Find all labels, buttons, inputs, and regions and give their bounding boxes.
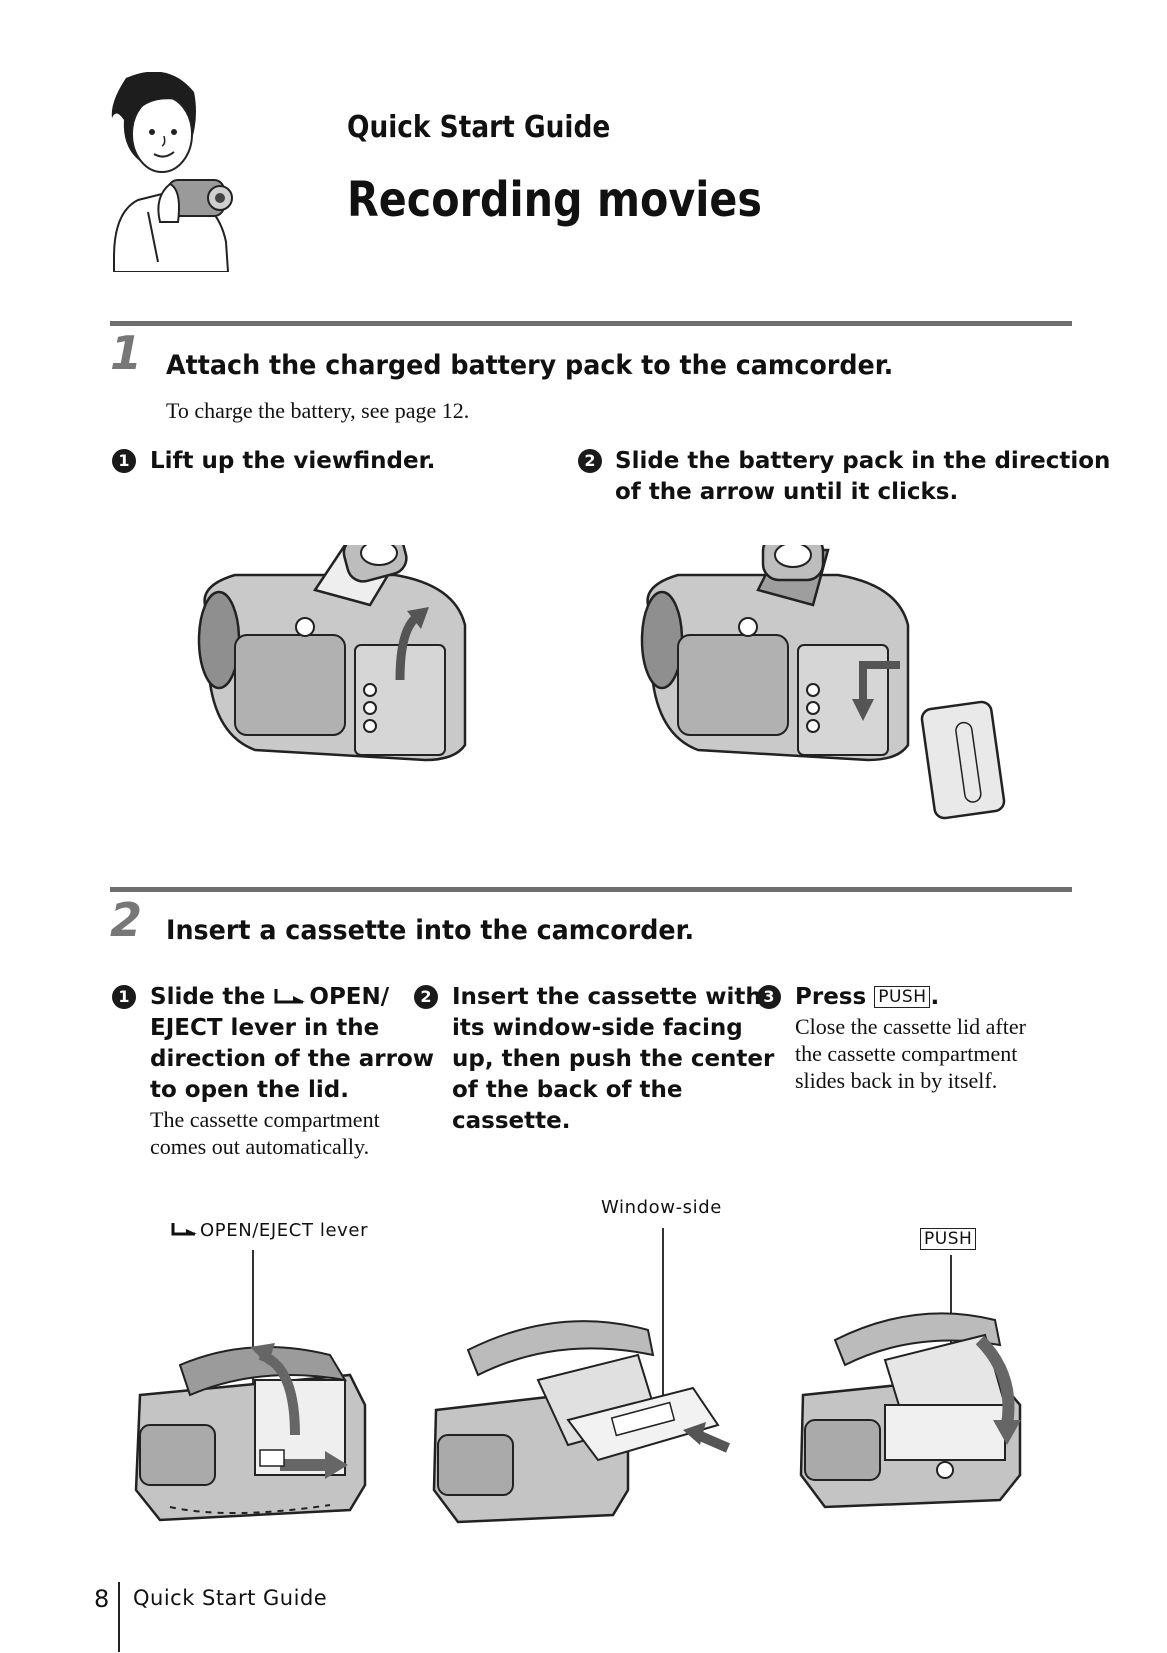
header-kicker: Quick Start Guide [347,110,611,145]
footer-divider [118,1582,120,1652]
section-rule-step-2 [110,887,1072,892]
step2-sub2-text: Insert the cassette with its window-side… [452,984,775,1134]
footer-label: Quick Start Guide [133,1586,328,1610]
open-eject-lever-icon [171,1223,197,1236]
person-with-camcorder-illustration [111,72,233,272]
callout-push: PUSH [920,1228,977,1250]
section-rule-step-1 [110,321,1072,326]
step-heading-2: Insert a cassette into the camcorder. [166,915,695,946]
step1-sub2-text: Slide the battery pack in the direction … [615,448,1111,505]
step-number-1: 1 [110,326,143,380]
step-number-2: 2 [110,893,143,947]
camcorder-close-lid-illustration [799,1312,1022,1509]
step1-sub1-text: Lift up the viewfinder. [150,448,436,474]
step2-sub3-text: Press PUSH. Close the cassette lid after… [795,984,1026,1093]
bullet-2-1: 1 [112,985,136,1009]
callout-open-eject-lever: OPEN/EJECT lever [170,1220,368,1241]
step2-sub1-text: Slide the OPEN/ EJECT lever in the direc… [150,984,435,1159]
page-title: Recording movies [347,172,762,228]
camcorder-battery-illustration [640,545,1006,820]
step-heading-1: Attach the charged battery pack to the c… [166,350,894,381]
step-note-1: To charge the battery, see page 12. [166,398,470,423]
camcorder-insert-cassette-illustration [432,1320,730,1524]
bullet-1-2: 2 [578,449,602,473]
camcorder-viewfinder-illustration [197,545,467,762]
bullet-2-2: 2 [414,985,438,1009]
bullet-1-1: 1 [112,449,136,473]
footer-page-number: 8 [94,1585,110,1613]
leader-line-lever [252,1250,254,1430]
callout-window-side: Window-side [601,1197,722,1218]
camcorder-open-lid-illustration [134,1343,367,1522]
open-eject-lever-icon [274,989,306,1004]
push-button-label: PUSH [874,986,931,1008]
bullet-2-3: 3 [757,985,781,1009]
leader-line-window-side [662,1228,664,1398]
